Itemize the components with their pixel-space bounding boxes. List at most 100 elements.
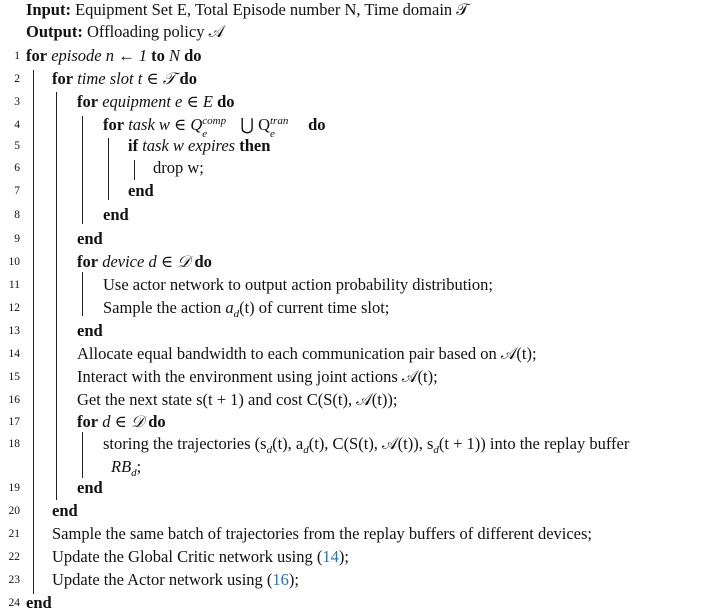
algo-line-17: 17 for d ∈ 𝒟 do — [0, 410, 703, 434]
union-q: ⋃ Q — [236, 115, 270, 134]
line-number: 19 — [8, 482, 21, 494]
line-number: 17 — [8, 416, 21, 428]
line-number: 21 — [8, 528, 21, 540]
line-number: 3 — [14, 96, 20, 108]
sup-tran: tran — [270, 115, 289, 127]
scope-bar-task — [108, 138, 109, 200]
algo-line-21: 21 Sample the same batch of trajectories… — [0, 522, 703, 546]
statement-part: (t), a — [272, 434, 304, 453]
line-number: 24 — [8, 597, 21, 609]
algo-line-1: 1 for episode n ← 1 to N do — [0, 44, 703, 68]
loop-bound: N — [168, 46, 180, 65]
line-number: 13 — [8, 325, 21, 337]
line-number: 4 — [14, 119, 20, 131]
keyword-for: for — [26, 46, 48, 65]
line-number: 9 — [14, 233, 20, 245]
sup-comp: comp — [202, 115, 227, 127]
keyword-for: for — [103, 115, 125, 134]
line-number: 14 — [8, 348, 21, 360]
algo-line-24: 24 end — [0, 591, 703, 615]
statement: Update the Global Critic network using ( — [52, 547, 323, 566]
keyword-do: do — [217, 92, 235, 111]
statement-tail: (t) of current time slot; — [239, 298, 390, 317]
algo-line-16: 16 Get the next state s(t + 1) and cost … — [0, 388, 703, 412]
statement: Use actor network to output action proba… — [103, 275, 493, 294]
line-number: 15 — [8, 371, 21, 383]
keyword-to: to — [151, 46, 165, 65]
equation-ref-link[interactable]: 16 — [272, 570, 289, 589]
loop-var: task w ∈ Q — [128, 115, 203, 134]
algo-line-18: 18 storing the trajectories (sd(t), ad(t… — [0, 432, 703, 456]
algo-line-18-cont: RBd; — [0, 455, 703, 479]
scope-bar-timeslot — [56, 92, 57, 500]
algo-line-14: 14 Allocate equal bandwidth to each comm… — [0, 342, 703, 366]
statement: Sample the action — [103, 298, 226, 317]
scope-bar-episode — [33, 70, 34, 594]
condition: task w expires — [142, 136, 236, 155]
keyword-do: do — [179, 69, 197, 88]
algo-line-10: 10 for device d ∈ 𝒟 do — [0, 250, 703, 274]
line-number: 11 — [8, 279, 20, 291]
algo-line-9: 9 end — [0, 227, 703, 251]
keyword-for: for — [52, 69, 74, 88]
algo-line-15: 15 Interact with the environment using j… — [0, 365, 703, 389]
keyword-for: for — [77, 252, 99, 271]
input-text: Equipment Set E, Total Episode number N,… — [75, 0, 469, 19]
keyword-end: end — [103, 205, 129, 224]
output-label: Output: — [26, 22, 83, 41]
keyword-then: then — [239, 136, 271, 155]
statement-part: ); — [288, 570, 299, 589]
algo-line-7: 7 end — [0, 179, 703, 203]
line-number: 10 — [8, 256, 21, 268]
statement-part: ); — [338, 547, 349, 566]
equation-ref-link[interactable]: 14 — [322, 547, 339, 566]
scope-bar-device — [82, 272, 83, 316]
keyword-end: end — [128, 181, 154, 200]
line-number: 2 — [14, 73, 20, 85]
scope-bar-if — [134, 160, 135, 180]
algo-line-3: 3 for equipment e ∈ E do — [0, 90, 703, 114]
sub-e: e — [270, 128, 275, 140]
loop-var: episode n ← 1 — [51, 46, 147, 65]
statement-part: (t), C(S(t), 𝒜(t)), s — [308, 434, 434, 453]
algo-line-22: 22 Update the Global Critic network usin… — [0, 545, 703, 569]
loop-var: equipment e ∈ E — [102, 92, 213, 111]
input-line: Input: Equipment Set E, Total Episode nu… — [0, 0, 703, 22]
keyword-do: do — [184, 46, 202, 65]
keyword-do: do — [148, 412, 166, 431]
loop-var: device d ∈ 𝒟 — [102, 252, 191, 271]
scope-bar-equipment — [82, 116, 83, 224]
line-number: 12 — [8, 302, 21, 314]
line-number: 7 — [14, 185, 20, 197]
line-number: 16 — [8, 394, 21, 406]
line-number: 18 — [8, 438, 21, 450]
keyword-for: for — [77, 92, 99, 111]
sub-d: d — [131, 467, 137, 479]
statement: Interact with the environment using join… — [77, 367, 438, 386]
output-text: Offloading policy 𝒜 — [86, 22, 225, 41]
statement: Update the Actor network using ( — [52, 570, 273, 589]
algo-line-5: 5 if task w expires then — [0, 134, 703, 158]
keyword-end: end — [77, 478, 103, 497]
math-a: a — [225, 298, 234, 317]
replay-buffer: RB — [111, 457, 132, 476]
line-number: 20 — [8, 505, 21, 517]
sub-d: d — [233, 308, 240, 320]
line-number: 1 — [14, 50, 20, 62]
line-number: 6 — [14, 162, 20, 174]
sub-e: e — [202, 128, 208, 140]
statement: storing the trajectories (s — [103, 434, 267, 453]
sub-d: d — [303, 444, 309, 456]
algo-line-13: 13 end — [0, 319, 703, 343]
algo-line-6: 6 drop w; — [0, 156, 703, 180]
algo-line-20: 20 end — [0, 499, 703, 523]
keyword-if: if — [128, 136, 139, 155]
algo-line-8: 8 end — [0, 203, 703, 227]
sub-d: d — [266, 444, 273, 456]
algo-line-11: 11 Use actor network to output action pr… — [0, 273, 703, 297]
scope-bar-d — [82, 432, 83, 478]
line-number: 5 — [14, 140, 20, 152]
keyword-end: end — [77, 321, 103, 340]
